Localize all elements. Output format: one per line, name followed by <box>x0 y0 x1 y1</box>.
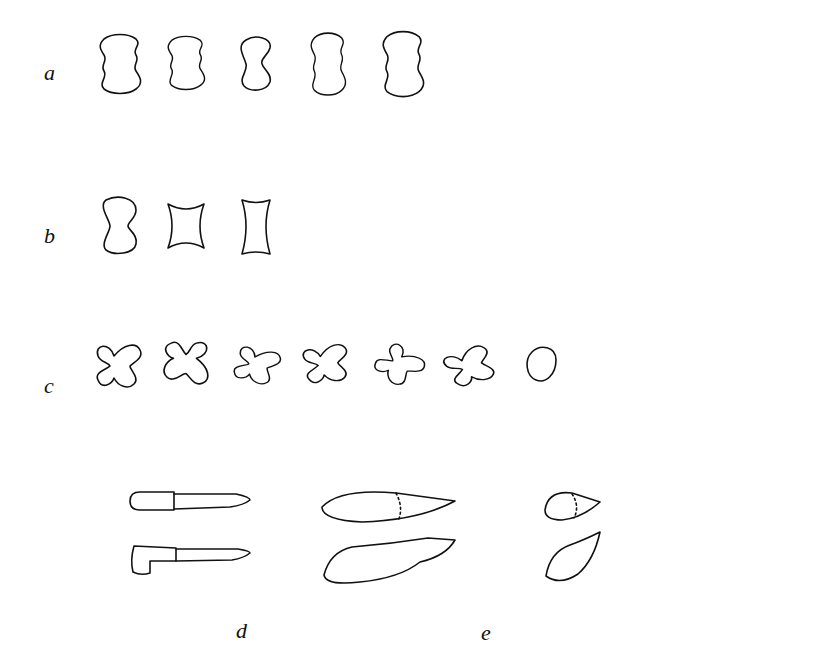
panel-letter: a <box>44 62 55 84</box>
panel-letter: b <box>44 225 55 247</box>
panel-letter: c <box>44 375 54 397</box>
panel-letter: e <box>481 622 491 644</box>
row-b-outlines <box>103 197 270 254</box>
panel-letter: d <box>236 620 247 642</box>
row-c-outlines <box>97 342 556 390</box>
row-a-outlines <box>100 32 423 97</box>
row-d-outlines <box>130 492 250 574</box>
row-e-outlines <box>322 492 600 583</box>
